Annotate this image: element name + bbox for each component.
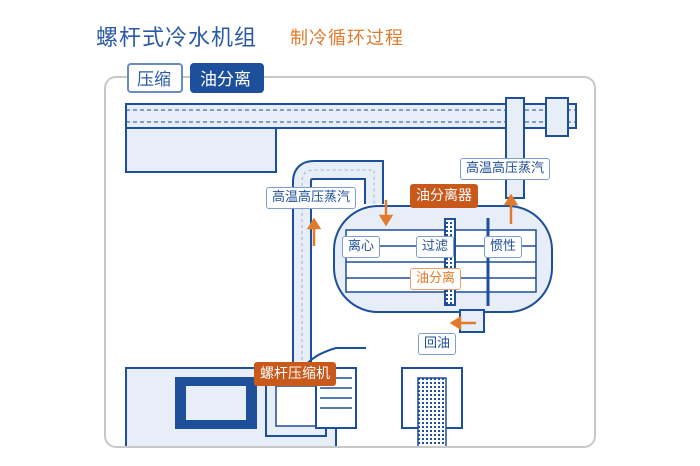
oil-return-outlet xyxy=(459,309,485,333)
page-subtitle: 制冷循环过程 xyxy=(290,28,404,49)
oil-separation-diagram xyxy=(125,97,577,446)
label-steam-left: 高温高压蒸汽 xyxy=(266,187,357,209)
label-oil-separation: 油分离 xyxy=(410,268,462,290)
label-oil-return: 回油 xyxy=(418,333,457,355)
diagram-frame: 高温高压蒸汽 高温高压蒸汽 油分离器 离心 过滤 惯性 油分离 回油 螺杆压缩机 xyxy=(104,76,596,448)
flow-arrows xyxy=(306,193,519,331)
label-centrifugal: 离心 xyxy=(342,236,381,258)
label-inertia: 惯性 xyxy=(484,236,523,258)
header-lower-box xyxy=(125,127,277,173)
label-filter: 过滤 xyxy=(416,236,455,258)
tab-compression[interactable]: 压缩 xyxy=(127,63,183,93)
tab-oil-separation[interactable]: 油分离 xyxy=(190,63,264,93)
top-header-pipe xyxy=(125,103,577,129)
page-title: 螺杆式冷水机组 xyxy=(96,26,258,51)
right-riser-pipe xyxy=(505,97,525,199)
label-oil-separator: 油分离器 xyxy=(410,184,478,208)
label-steam-right: 高温高压蒸汽 xyxy=(460,158,551,180)
label-screw-compressor: 螺杆压缩机 xyxy=(254,362,336,386)
